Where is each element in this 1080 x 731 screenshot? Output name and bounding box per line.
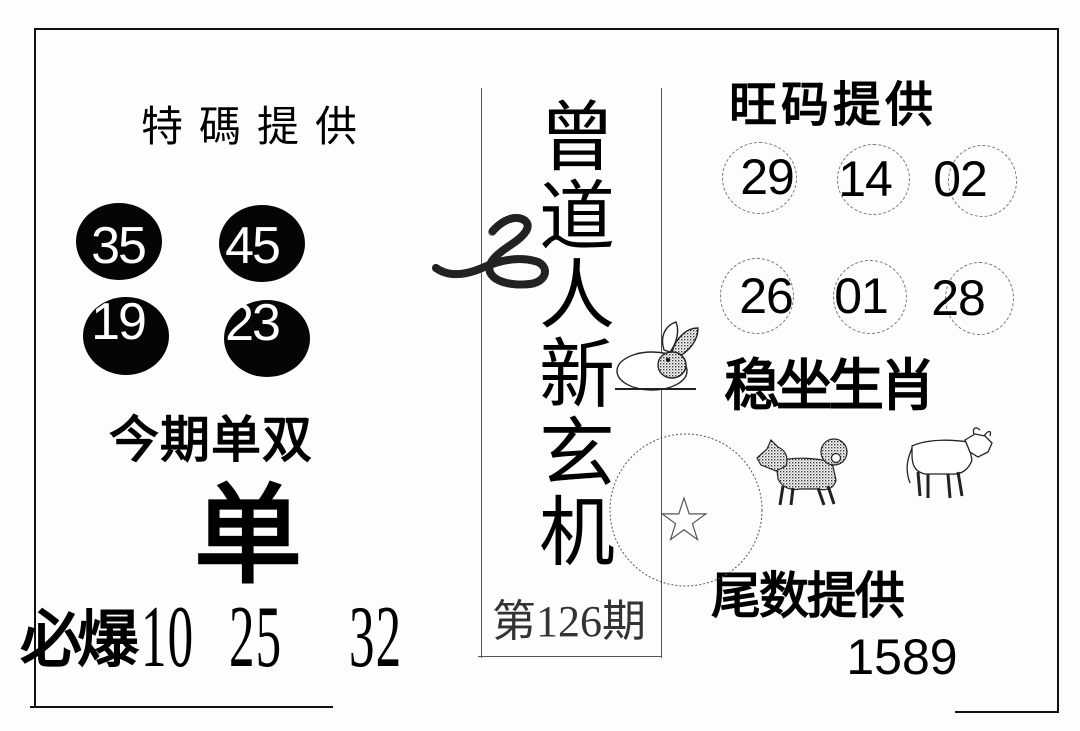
hot-code-number: 29 <box>740 149 795 205</box>
special-codes-title: 特碼提供 <box>141 102 374 151</box>
special-code-ball <box>219 205 305 282</box>
hot-code-ring <box>833 260 907 334</box>
must-hit-label: 必爆 <box>20 603 139 676</box>
special-code-ball <box>76 203 162 280</box>
hot-code-number: 28 <box>931 270 986 326</box>
center-column-left-rule <box>481 88 482 658</box>
special-code-ball <box>83 297 169 375</box>
ox-icon <box>906 427 993 499</box>
frame-top-border <box>35 28 1059 30</box>
hot-codes-title: 旺码提供 <box>729 77 938 133</box>
center-column-bottom-rule <box>478 656 662 657</box>
tail-digits-title: 尾数提供 <box>711 566 905 625</box>
hot-code-ring <box>945 262 1014 335</box>
hot-code-number: 26 <box>739 268 794 324</box>
special-code-ball <box>224 300 310 377</box>
must-hit-number: 10 <box>141 589 195 686</box>
must-hit-number: 32 <box>349 589 403 686</box>
star-emblem <box>609 433 763 587</box>
hot-code-ring <box>722 142 797 214</box>
odd-even-title: 今期单双 <box>109 410 313 469</box>
rabbit-icon <box>615 321 699 391</box>
frame-bottom-left-border <box>30 706 333 708</box>
zodiac-title: 稳坐生肖 <box>724 353 936 419</box>
odd-even-value: 单 <box>194 473 303 599</box>
center-vertical-title: 曾道人新玄机 <box>539 93 615 577</box>
snake-icon <box>432 213 549 289</box>
must-hit-number: 25 <box>229 589 283 686</box>
frame-left-border <box>34 28 36 708</box>
hot-code-number: 14 <box>838 151 893 207</box>
special-code-number: 45 <box>225 217 281 275</box>
hot-code-number: 01 <box>834 268 889 324</box>
hot-code-ring <box>837 144 910 215</box>
special-code-number: 23 <box>225 294 281 352</box>
special-code-number: 35 <box>91 217 147 275</box>
hot-code-ring <box>948 145 1017 217</box>
hot-code-ring <box>720 258 794 334</box>
dog-icon <box>756 438 848 506</box>
issue-number: 第126期 <box>492 597 646 646</box>
tail-digits-value: 1589 <box>846 629 958 685</box>
center-column-right-rule <box>661 88 662 658</box>
star-icon <box>660 496 708 542</box>
frame-right-border <box>1057 28 1059 713</box>
frame-bottom-right-border <box>955 711 1059 713</box>
hot-code-number: 02 <box>933 151 988 207</box>
special-code-number: 19 <box>91 293 147 351</box>
